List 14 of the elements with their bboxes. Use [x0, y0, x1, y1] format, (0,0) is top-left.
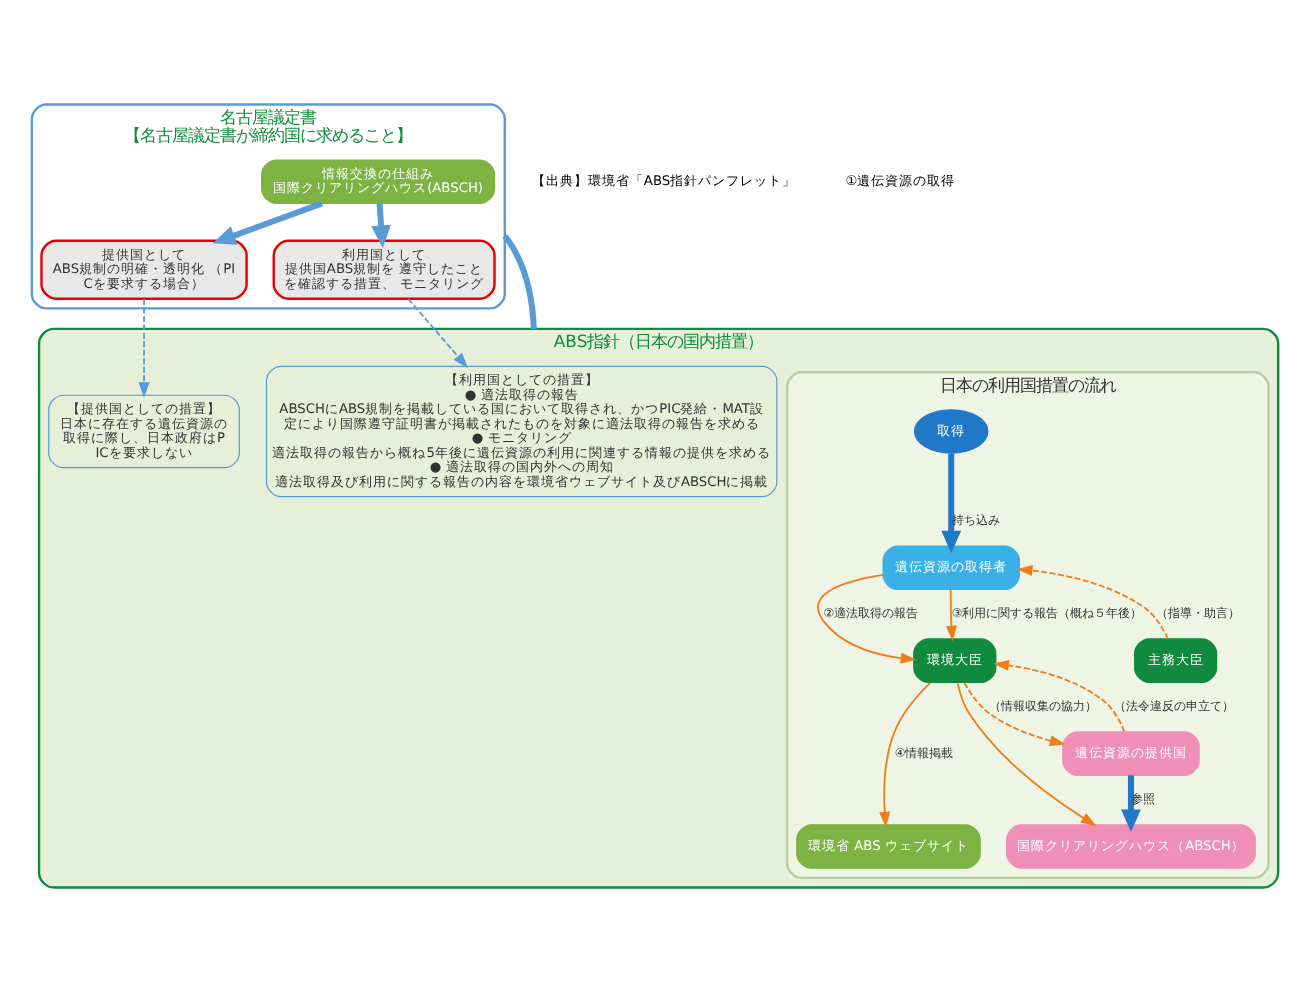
arrow	[946, 588, 957, 642]
arrow	[212, 200, 324, 245]
connector	[502, 234, 537, 330]
arrow	[963, 681, 1066, 747]
arrow	[993, 659, 1126, 733]
arrow	[138, 298, 150, 398]
arrow	[371, 203, 391, 249]
arrow	[879, 681, 932, 828]
arrow	[407, 298, 469, 369]
arrow	[1016, 565, 1169, 640]
arrow	[956, 681, 1097, 827]
arrow	[1121, 775, 1141, 833]
arrow	[817, 574, 917, 664]
arrow	[941, 453, 962, 554]
